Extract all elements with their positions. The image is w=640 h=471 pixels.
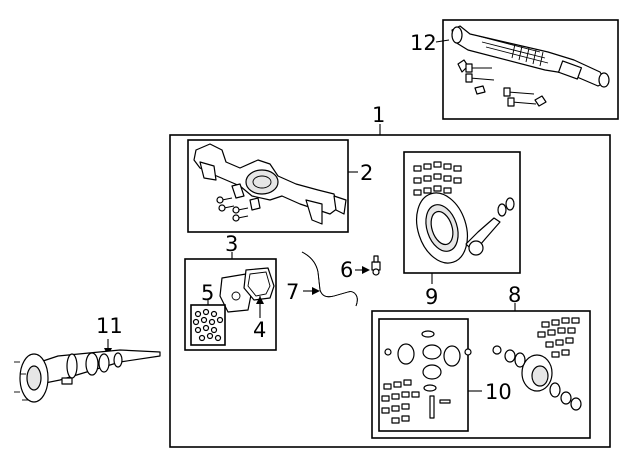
ring-gear-bolts[interactable]	[413, 161, 462, 196]
axle-assembly-box	[169, 134, 611, 448]
spider-bolts[interactable]	[381, 379, 420, 424]
callout-12: 12	[410, 31, 437, 55]
callout-10: 10	[485, 380, 512, 404]
callout-8: 8	[508, 283, 521, 307]
carrier-bolts[interactable]	[537, 317, 580, 358]
cover-box	[184, 258, 277, 351]
callout-6: 6	[340, 258, 353, 282]
vent-tube[interactable]	[301, 251, 358, 307]
callout-2: 2	[360, 161, 373, 185]
cover-bolts[interactable]	[192, 308, 224, 342]
callout-4: 4	[253, 318, 266, 342]
cover-gasket[interactable]	[243, 267, 275, 301]
spider-gears[interactable]	[384, 330, 472, 419]
carrier-box	[371, 310, 591, 439]
differential-case[interactable]	[492, 345, 582, 411]
vent-fitting[interactable]	[371, 255, 381, 276]
callout-9: 9	[425, 285, 438, 309]
callout-11: 11	[96, 314, 123, 338]
axle-housing-box	[187, 139, 349, 233]
driveshaft-bolts[interactable]	[457, 59, 547, 107]
spider-gear-box	[378, 318, 469, 432]
callout-1: 1	[372, 103, 385, 127]
callout-3: 3	[225, 232, 238, 256]
axle-housing[interactable]	[193, 143, 347, 225]
ring-pinion-box	[403, 151, 521, 274]
axle-shaft[interactable]	[14, 349, 161, 403]
ring-gear[interactable]	[408, 186, 476, 269]
driveshaft[interactable]	[451, 25, 610, 88]
housing-bolts[interactable]	[216, 183, 261, 222]
callout-7: 7	[286, 280, 299, 304]
pinion-gear[interactable]	[465, 197, 515, 256]
callout-5: 5	[201, 281, 214, 305]
driveshaft-box	[442, 19, 619, 120]
